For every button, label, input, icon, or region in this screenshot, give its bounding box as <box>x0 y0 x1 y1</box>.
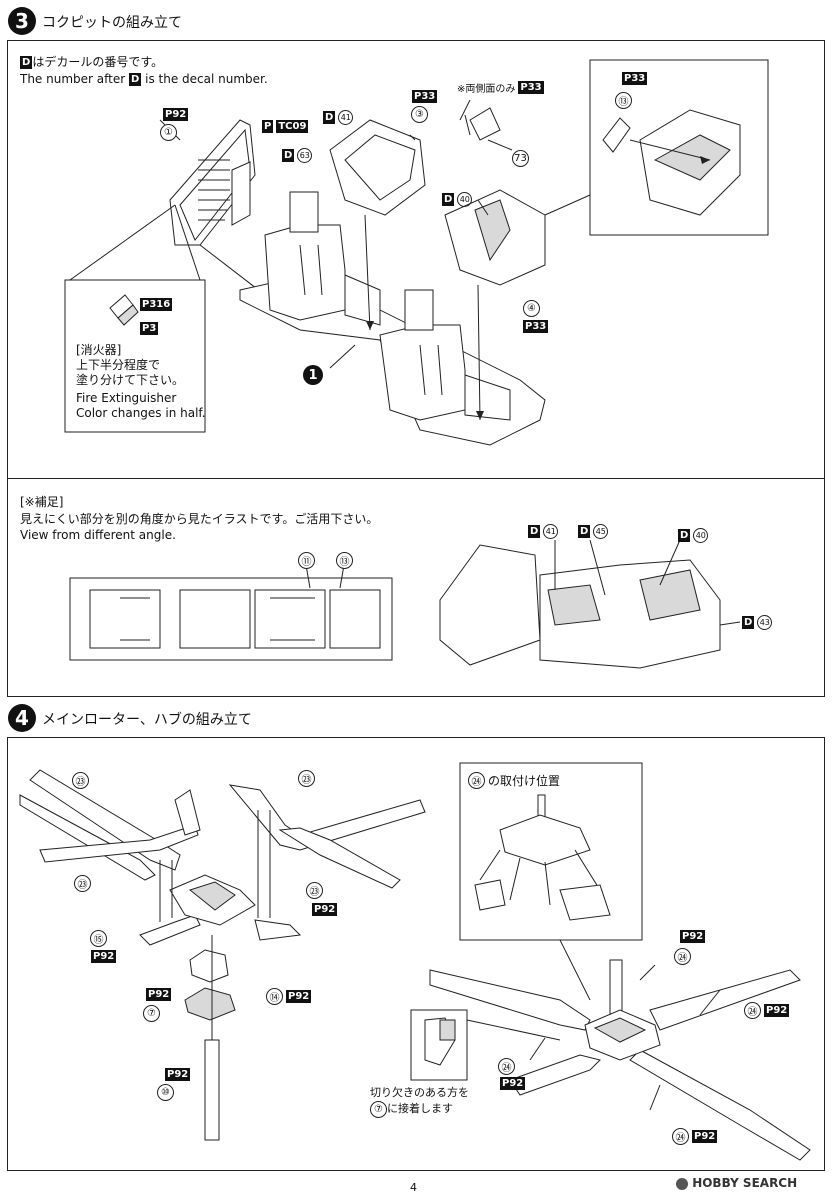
right-part-24-c: ㉔ <box>498 1058 515 1075</box>
supplement-en: View from different angle. <box>20 528 176 542</box>
part-3-label: ③ <box>411 106 428 123</box>
rotor-part-23-c: ㉓ <box>74 875 91 892</box>
extinguisher-jp-1: 上下半分程度で <box>76 358 161 372</box>
mast-part-10: ⑩ <box>157 1084 174 1101</box>
step-4-number: 4 <box>8 704 36 732</box>
hub-part-15-color: P92 <box>91 950 117 963</box>
decal-badge: D <box>20 56 33 69</box>
decal-badge: D <box>129 73 142 86</box>
extinguisher-color-b: P3 <box>140 322 159 335</box>
extinguisher-jp-2: 塗り分けて下さい。 <box>76 373 185 387</box>
part-3-color: P33 <box>412 90 438 103</box>
inset-part-13: ⑬ <box>615 92 632 109</box>
part-73-label: 73 <box>512 150 529 167</box>
notch-note-1: 切り欠きのある方を <box>370 1086 469 1099</box>
supplement-title: [※補足] <box>20 495 64 509</box>
top-view-part-11: ⑪ <box>298 552 315 569</box>
step-3-number: 3 <box>8 7 36 35</box>
rotor-part-23-color: P92 <box>312 903 338 916</box>
part-1-color: P92 <box>163 108 189 121</box>
assembly-1-label: 1 <box>303 365 323 385</box>
rotor-part-23-a: ㉓ <box>72 772 89 789</box>
part-4-label: ④ <box>523 300 540 317</box>
color-p-badge: P <box>262 120 274 133</box>
section-divider <box>7 478 825 479</box>
extinguisher-en-1: Fire Extinguisher <box>76 391 177 405</box>
right-part-24-color-a: P92 <box>680 930 706 943</box>
right-part-24-a: ㉔ <box>674 948 691 965</box>
hub-part-15: ⑮ <box>90 930 107 947</box>
page-number: 4 <box>410 1181 417 1194</box>
part-4-color: P33 <box>523 320 549 333</box>
step-3-title: コクピットの組み立て <box>42 15 182 31</box>
supplement-jp: 見えにくい部分を別の角度から見たイラストです。ご活用下さい。 <box>20 512 379 526</box>
top-view-part-13: ⑬ <box>336 552 353 569</box>
rotor-part-23-b: ㉓ <box>298 770 315 787</box>
hub-part-7-color: P92 <box>146 988 172 1001</box>
extinguisher-title: [消火器] <box>76 343 122 357</box>
cockpit-illustration <box>64 59 769 669</box>
extinguisher-color-a: P316 <box>140 298 173 311</box>
hub-part-7: ⑦ <box>143 1005 160 1022</box>
mast-part-10-color: P92 <box>165 1068 191 1081</box>
watermark: HOBBY SEARCH <box>676 1176 797 1191</box>
part-1-label: ① <box>160 124 177 141</box>
watermark-logo-icon <box>676 1177 688 1190</box>
inset-color: P33 <box>622 72 648 85</box>
step-4-title: メインローター、ハブの組み立て <box>42 712 252 728</box>
decal-note-en: The number after D is the decal number. <box>20 72 268 86</box>
right-part-24-c-color: P92 <box>500 1077 526 1090</box>
rotor-part-23-d: ㉓ <box>306 882 323 899</box>
extinguisher-en-2: Color changes in half. <box>76 406 206 420</box>
